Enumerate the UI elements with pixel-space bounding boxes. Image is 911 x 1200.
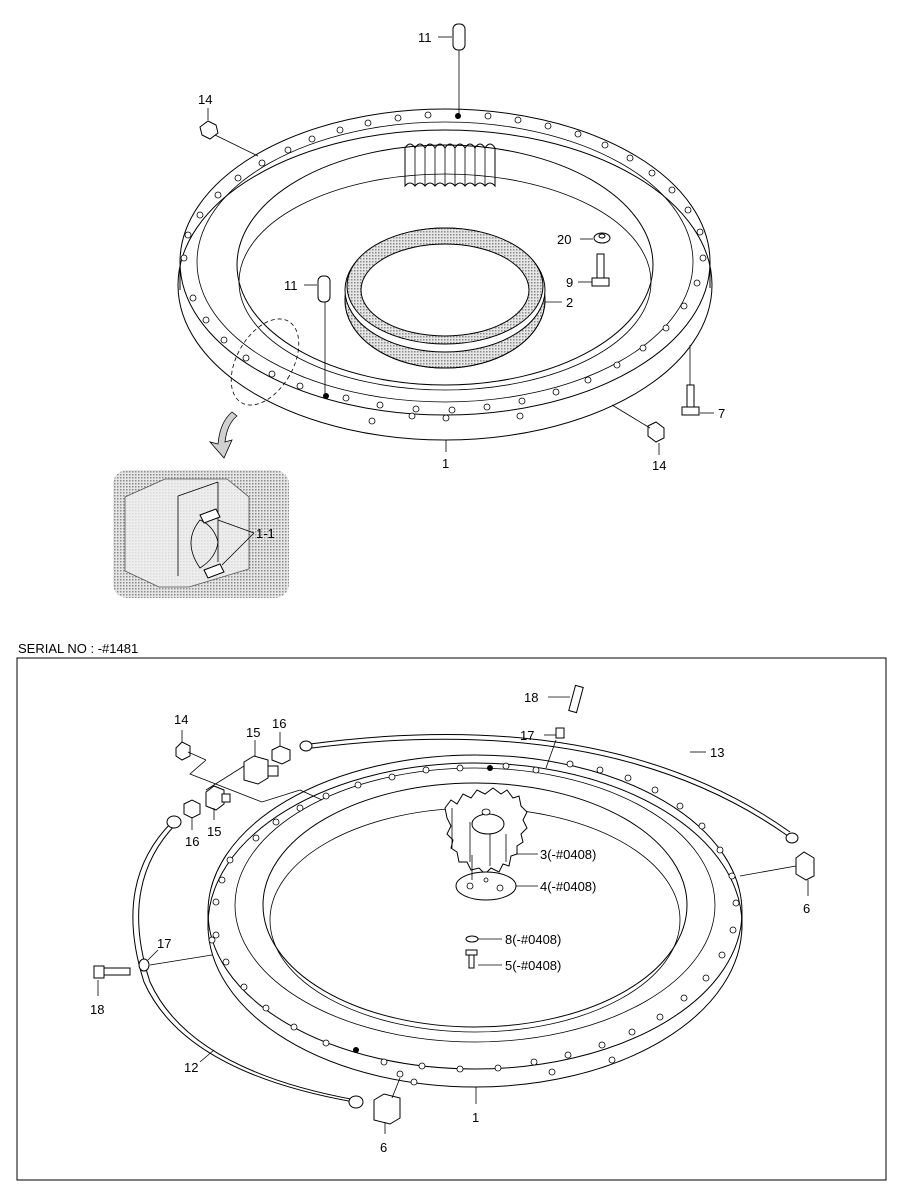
detail-box-1-1 xyxy=(113,470,289,598)
serial-number-heading: SERIAL NO : -#1481 xyxy=(18,641,139,656)
lower-assembly xyxy=(93,684,815,1134)
bearing-bolt-holes-upper xyxy=(180,111,707,425)
label-pinion: 3(-#0408) xyxy=(540,847,596,862)
detail-callout-ellipse xyxy=(230,318,300,406)
bolt-7 xyxy=(681,345,700,416)
label-bearing-lower: 1 xyxy=(472,1110,479,1125)
label-detail: 1-1 xyxy=(256,526,275,541)
label-nipple-left: 14 xyxy=(198,92,212,107)
seal-ring-upper xyxy=(344,227,546,369)
label-connector-upper: 16 xyxy=(272,716,286,731)
label-elbow-upper: 15 xyxy=(246,725,260,740)
clamp-bolt-top xyxy=(545,684,584,769)
label-bolt-outer: 7 xyxy=(718,406,725,421)
label-pin-center: 11 xyxy=(284,278,298,293)
label-seal: 2 xyxy=(566,295,573,310)
fitting-6-right xyxy=(739,851,815,881)
label-bolt-left: 18 xyxy=(90,1002,104,1017)
upper-assembly xyxy=(113,23,714,598)
label-nipple-lower: 14 xyxy=(174,712,188,727)
lower-frame xyxy=(16,657,887,1181)
grease-nipple-right xyxy=(611,404,665,443)
label-clamp-top: 17 xyxy=(520,728,534,743)
label-washer: 20 xyxy=(557,232,571,247)
washer-20 xyxy=(593,232,611,244)
label-bolt-inner: 9 xyxy=(566,275,573,290)
label-pin-top: 11 xyxy=(418,30,432,45)
label-bearing-upper: 1 xyxy=(442,456,449,471)
bearing-bolt-holes-lower xyxy=(208,760,740,1086)
label-nipple-right: 14 xyxy=(652,458,666,473)
grease-fittings-upper xyxy=(175,741,323,819)
label-fitting-right: 6 xyxy=(803,901,810,916)
washer-small xyxy=(465,935,479,943)
fitting-6-bottom xyxy=(373,1070,404,1125)
label-washer-small: 8(-#0408) xyxy=(505,932,561,947)
label-connector-lower: 16 xyxy=(185,834,199,849)
swing-bearing-lower xyxy=(207,754,743,1088)
label-fitting-bottom: 6 xyxy=(380,1140,387,1155)
bolt-9 xyxy=(591,253,610,287)
hose-12 xyxy=(132,815,364,1109)
plate-4 xyxy=(455,855,517,901)
label-elbow-lower: 15 xyxy=(207,824,221,839)
pinion-gear xyxy=(444,787,528,875)
label-bolt-top: 18 xyxy=(524,690,538,705)
clamp-bolt-left xyxy=(93,954,213,979)
bolt-small xyxy=(465,949,478,969)
pin-center xyxy=(317,275,331,394)
hose-13 xyxy=(299,734,799,844)
label-hose-left: 12 xyxy=(184,1060,198,1075)
label-hose-right: 13 xyxy=(710,745,724,760)
label-clamp-left: 17 xyxy=(157,936,171,951)
pin-top xyxy=(452,23,466,114)
label-bolt-small: 5(-#0408) xyxy=(505,958,561,973)
label-plate: 4(-#0408) xyxy=(540,879,596,894)
detail-arrow-icon xyxy=(208,411,238,459)
grease-nipple-left xyxy=(199,120,259,157)
swing-bearing-upper xyxy=(177,108,713,441)
